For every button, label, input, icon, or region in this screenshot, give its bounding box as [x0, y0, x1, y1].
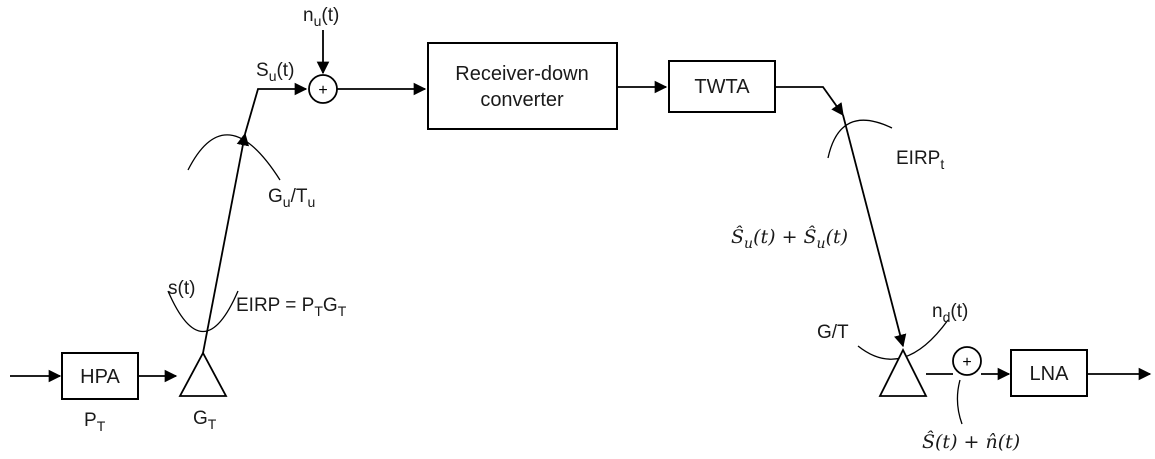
receiver-down-converter-block: Receiver-down converter [427, 42, 618, 130]
downlink-plus-symbol: + [962, 354, 971, 371]
gt-label: GT [193, 408, 217, 432]
hpa-block: HPA [61, 352, 139, 400]
su-to-sum-arrow [244, 82, 308, 135]
nd-t-label: nd(t) [932, 301, 968, 325]
gu-tu-label: Gu/Tu [268, 186, 315, 210]
downlink-summing-junction: + [952, 346, 982, 376]
satellite-receive-beam-arc [187, 134, 281, 181]
su-t-label: Su(t) [256, 60, 294, 84]
output-signal-pointer [956, 379, 963, 425]
twta-to-downlink-arrow [775, 86, 844, 117]
receive-antenna-icon [878, 347, 928, 397]
receiver-label-line1: Receiver-down [455, 63, 588, 85]
satellite-transmit-beam-arc [827, 119, 893, 159]
lna-block: LNA [1010, 349, 1088, 397]
twta-label: TWTA [694, 76, 750, 98]
lna-label: LNA [1030, 363, 1070, 385]
hpa-label: HPA [80, 366, 120, 388]
twta-block: TWTA [668, 60, 776, 113]
uplink-path-arrow [202, 132, 250, 354]
eirp-t-label: EIRPt [896, 148, 944, 172]
nu-t-label: nu(t) [303, 5, 339, 29]
st-label: s(t) [168, 278, 195, 299]
g-over-t-label: G/T [817, 322, 849, 343]
transmit-antenna-icon [178, 351, 228, 397]
s-hat-plus-n-hat-label: Ŝ(t) + n̂(t) [922, 430, 1020, 453]
receiver-label-line2: converter [480, 89, 564, 111]
uplink-plus-symbol: + [318, 82, 327, 99]
pt-label: PT [84, 410, 106, 434]
uplink-summing-junction: + [308, 74, 338, 104]
eirp-label: EIRP = PTGT [236, 295, 347, 319]
transmit-beam-arc [167, 290, 239, 333]
downlink-path-arrow [842, 114, 907, 348]
su-hat-sum-label: Ŝu(t) + Ŝu(t) [731, 225, 848, 252]
